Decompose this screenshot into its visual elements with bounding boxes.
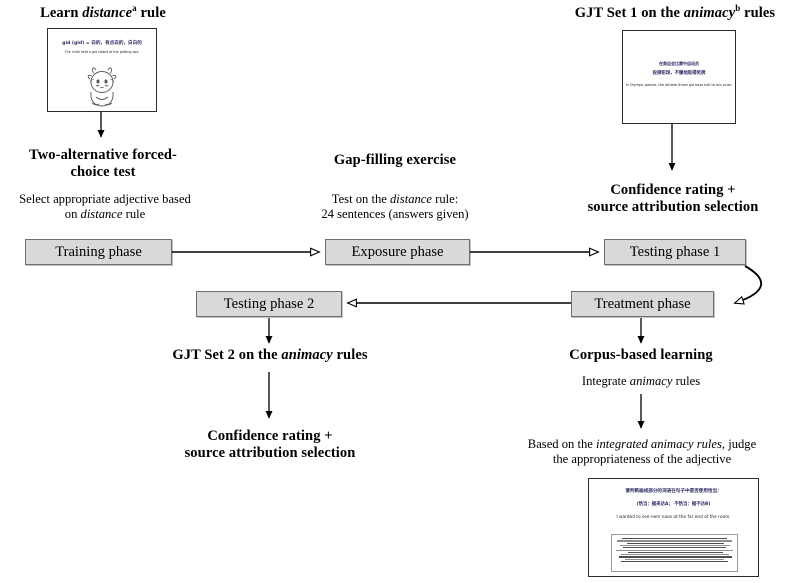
footnote-marker-a: a (132, 3, 137, 13)
detail-integrate-animacy-rules: Integrate animacy rules (530, 374, 752, 389)
phase-box-treatment[interactable]: Treatment phase (571, 291, 714, 317)
slide3-english-line: I wanted to see nem nase at the far end … (616, 515, 731, 520)
slide3-chinese-line2: (恰当：据来达A； 不恰当：据不达B) (636, 502, 711, 507)
step-title-confidence-rating-top: Confidence rating + source attribution s… (560, 182, 786, 216)
gapfill-line1-italic: distance (390, 192, 432, 206)
heading-gjt2-pre: GJT Set 2 on the (172, 347, 282, 363)
phase-label-training: Training phase (55, 243, 142, 260)
rabbit-cartoon-icon (79, 63, 125, 109)
gapfill-line1-post: rule: (431, 192, 459, 206)
heading-learn-pre: Learn (40, 4, 83, 21)
heading-gjt2-post: rules (332, 347, 368, 363)
judge-line2: the appropriateness of the adjective (552, 452, 732, 467)
outcome-confidence-rating-bottom: Confidence rating + source attribution s… (145, 428, 395, 462)
gapfill-line1-pre: Test on the (331, 192, 390, 206)
heading-learn-distance-rule: Learn distancea rule (8, 3, 198, 22)
heading-gjt1-pre: GJT Set 1 on the (574, 4, 684, 21)
step-detail-line2-italic: distance (80, 207, 123, 222)
step-title-gap-filling-exercise: Gap-filling exercise (333, 152, 457, 168)
phase-label-treatment: Treatment phase (594, 295, 691, 312)
step-detail-line2-post: rule (122, 207, 146, 222)
step-detail-gap-filling: Test on the distance rule: 24 sentences … (300, 192, 490, 223)
judge-line1-italic: integrated animacy rules (596, 437, 722, 451)
heading-learn-italic: distance (82, 4, 133, 21)
corpus-concordance-slide-card: 请判断画线部分的词语在句子中是否使用恰当： (恰当：据来达A； 不恰当：据不达B… (588, 478, 759, 577)
footnote-marker-b: b (735, 3, 741, 13)
slide1-english-line: The child held a gid rabbit at the petti… (64, 50, 140, 54)
phase-box-testing1[interactable]: Testing phase 1 (604, 239, 746, 265)
heading-gjt1-italic: animacy (683, 4, 736, 21)
step-title-line2: choice test (70, 164, 136, 181)
heading-gjt2-italic: animacy (281, 347, 333, 363)
confidence-top-line2: source attribution selection (587, 199, 759, 216)
step-title-two-alternative-forced-choice: Two-alternative forced- choice test (5, 147, 201, 181)
outcome-judge-appropriateness: Based on the integrated animacy rules, j… (508, 437, 776, 468)
step-title-line1: Two-alternative forced- (29, 147, 177, 163)
heading-learn-post: rule (136, 4, 166, 21)
heading-gjt-set2-animacy-rules: GJT Set 2 on the animacy rules (150, 347, 390, 364)
gjt-set1-slide-card: 在奥运会比赛中运动员 投掷铅球，不懈地取得奖牌 In Olympic games… (622, 30, 736, 124)
step-detail-select-adjective: Select appropriate adjective based on di… (0, 192, 210, 223)
integrate-italic: animacy (629, 374, 673, 388)
confidence-top-line1: Confidence rating + (610, 182, 736, 198)
step-detail-line2-pre: on (64, 207, 81, 222)
slide2-chinese-line1: 在奥运会比赛中运动员 (659, 61, 699, 66)
integrate-post: rules (672, 374, 701, 388)
slide2-english-line: In Olympic games, the athlete threw gid … (625, 83, 733, 87)
heading-corpus-based-learning: Corpus-based learning (569, 347, 713, 363)
gapfill-line2: 24 sentences (answers given) (321, 207, 469, 222)
step-detail-line1: Select appropriate adjective based (19, 192, 191, 206)
phase-label-testing1: Testing phase 1 (629, 243, 721, 260)
phase-box-training[interactable]: Training phase (25, 239, 172, 265)
phase-box-testing2[interactable]: Testing phase 2 (196, 291, 342, 317)
concordance-lines-block (611, 534, 738, 572)
integrate-pre: Integrate (581, 374, 630, 388)
judge-line1-post: , judge (721, 437, 757, 451)
heading-gjt1-post: rules (740, 4, 776, 21)
confidence-bottom-line1: Confidence rating + (207, 428, 333, 444)
phase-box-exposure[interactable]: Exposure phase (325, 239, 470, 265)
distance-rule-slide-card: gid (gid) = 白的，有点白的，白白的 The child held a… (47, 28, 157, 112)
heading-gjt-set1-animacy-rules: GJT Set 1 on the animacyb rules (565, 3, 785, 22)
slide3-chinese-line1: 请判断画线部分的词语在句子中是否使用恰当： (625, 489, 722, 494)
slide1-chinese-line: gid (gid) = 白的，有点白的，白白的 (62, 41, 142, 46)
slide2-chinese-line2: 投掷铅球，不懈地取得奖牌 (652, 71, 706, 76)
judge-line1-pre: Based on the (527, 437, 596, 451)
phase-label-exposure: Exposure phase (351, 243, 444, 260)
phase-label-testing2: Testing phase 2 (223, 295, 315, 312)
confidence-bottom-line2: source attribution selection (184, 445, 356, 462)
